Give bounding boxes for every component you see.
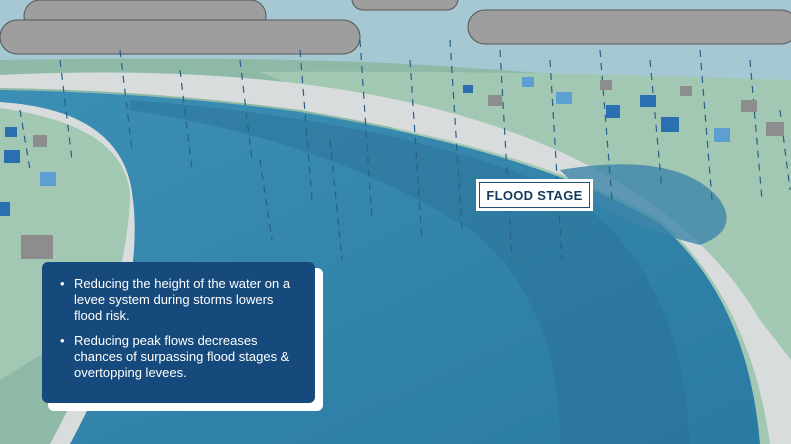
bullet-text: Reducing the height of the water on a le… bbox=[74, 276, 291, 323]
bullet-dot: • bbox=[60, 276, 65, 291]
flood-stage-label: FLOOD STAGE bbox=[476, 179, 593, 211]
bullet-text: Reducing peak flows decreases chances of… bbox=[74, 333, 290, 380]
rain bbox=[19, 39, 791, 261]
cloud bbox=[0, 19, 361, 55]
houses-left bbox=[0, 127, 56, 259]
bullet-list: • Reducing the height of the water on a … bbox=[60, 276, 301, 381]
cloud bbox=[351, 0, 459, 11]
bullet-item: • Reducing peak flows decreases chances … bbox=[60, 333, 301, 381]
flood-overflow bbox=[560, 164, 727, 245]
bullet-item: • Reducing the height of the water on a … bbox=[60, 276, 301, 324]
houses-right bbox=[463, 77, 784, 142]
bullet-dot: • bbox=[60, 333, 65, 348]
info-card: • Reducing the height of the water on a … bbox=[42, 262, 315, 403]
cloud bbox=[467, 9, 791, 45]
